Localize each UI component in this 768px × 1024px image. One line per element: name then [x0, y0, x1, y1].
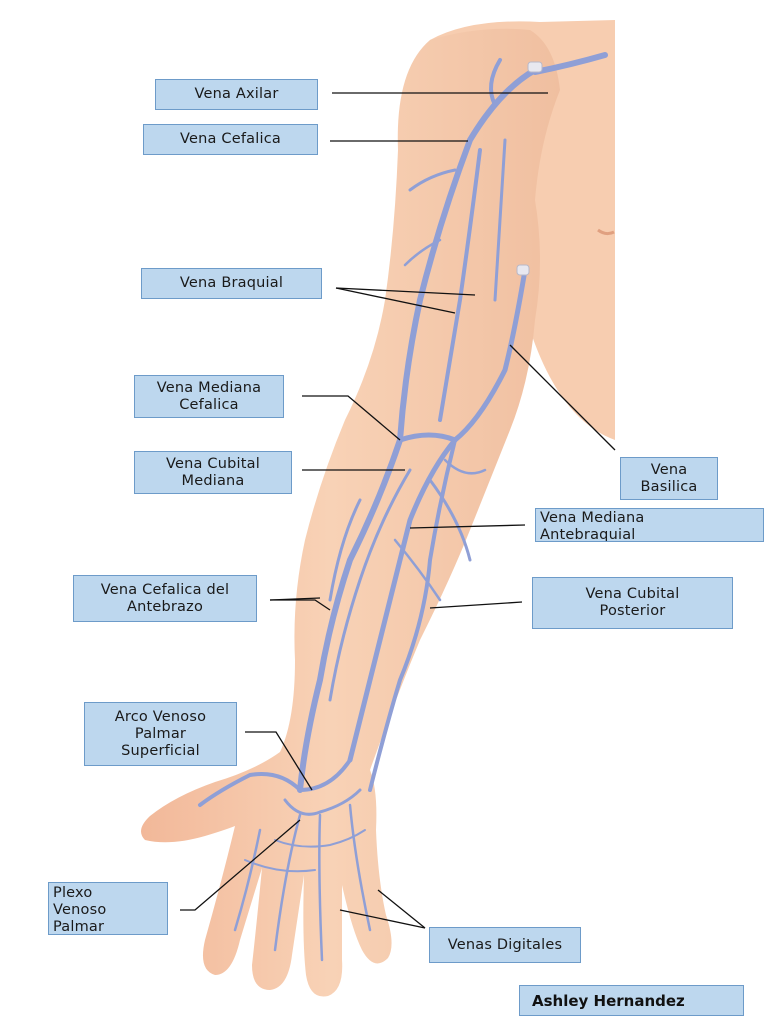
label-line: Antebraquial: [540, 526, 636, 542]
label-line: Posterior: [599, 603, 666, 619]
label-line: Vena Mediana: [156, 379, 262, 396]
leader-lines: [180, 92, 616, 929]
author-name-box: Ashley Hernandez: [519, 985, 744, 1016]
label-line: Mediana: [181, 472, 245, 489]
label-vena-axilar: Vena Axilar: [155, 79, 318, 110]
label-line: Venoso: [53, 901, 107, 918]
torso-shape: [430, 20, 615, 440]
label-line: Plexo: [53, 884, 93, 901]
label-vena-cefalica-antebrazo: Vena Cefalica del Antebrazo: [73, 575, 257, 622]
label-line: Vena Cubital: [166, 455, 260, 472]
label-line: Arco Venoso: [114, 708, 207, 725]
label-line: Cefalica: [179, 396, 239, 413]
label-text: Vena Axilar: [194, 86, 279, 102]
label-line: Superficial: [121, 742, 200, 759]
label-line: Vena Mediana: [540, 509, 645, 526]
label-text: Vena Cefalica: [180, 131, 281, 147]
label-vena-braquial: Vena Braquial: [141, 268, 322, 299]
label-arco-venoso-palmar: Arco Venoso Palmar Superficial: [84, 702, 237, 766]
label-vena-basilica: Vena Basilica: [620, 457, 718, 500]
label-line: Vena Cefalica del: [100, 581, 230, 598]
label-line: Palmar: [53, 918, 105, 935]
label-vena-mediana-cefalica: Vena Mediana Cefalica: [134, 375, 284, 418]
marker-axillary: [527, 61, 543, 73]
label-line: Antebrazo: [126, 598, 204, 615]
label-vena-cubital-mediana: Vena Cubital Mediana: [134, 451, 292, 494]
label-line: Palmar: [134, 725, 187, 742]
label-line: Vena: [650, 461, 688, 478]
marker-basilic: [516, 264, 530, 276]
label-line: Vena Cubital: [585, 586, 680, 602]
label-venas-digitales: Venas Digitales: [429, 927, 581, 963]
label-vena-cefalica: Vena Cefalica: [143, 124, 318, 155]
label-vena-mediana-antebraquial: Vena Mediana Antebraquial: [535, 508, 764, 542]
label-vena-cubital-posterior: Vena Cubital Posterior: [532, 577, 733, 629]
vein-network: [198, 52, 608, 962]
nipple-shape: [597, 228, 615, 236]
label-text: Venas Digitales: [447, 936, 563, 953]
label-text: Vena Braquial: [179, 275, 284, 291]
arm-shape: [141, 28, 560, 997]
label-plexo-venoso-palmar: Plexo Venoso Palmar: [48, 882, 168, 935]
label-line: Basilica: [640, 478, 698, 495]
author-name: Ashley Hernandez: [532, 991, 685, 1010]
